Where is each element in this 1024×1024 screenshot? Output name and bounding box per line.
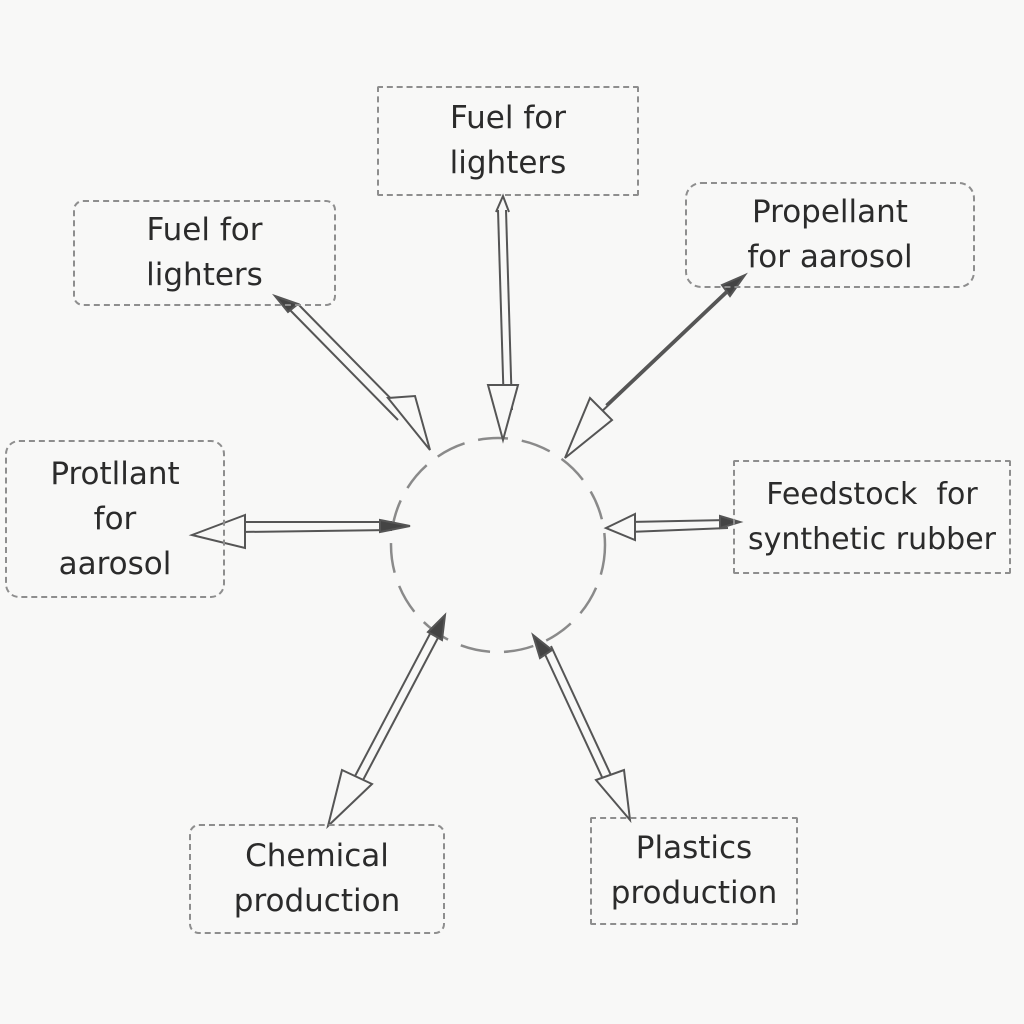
node-label-line: production: [610, 875, 778, 911]
node-fuel-for-lighters-top: Fuel for lighters: [377, 86, 639, 196]
arrow-top-right: [564, 272, 748, 459]
node-label-line: Fuel for: [450, 100, 566, 136]
center-hub: [389, 436, 607, 654]
arrow-top-left: [272, 293, 431, 451]
node-label-line: Protllant: [50, 455, 180, 492]
node-label-line: lighters: [146, 257, 263, 293]
node-label-line: lighters: [449, 145, 567, 181]
node-label-line: Plastics: [635, 830, 753, 866]
node-label-line: production: [233, 883, 401, 919]
arrow-top: [486, 193, 520, 444]
node-label-line: for aarosol: [747, 239, 913, 275]
node-feedstock-for-synthetic-rubber: Feedstock for synthetic rubber: [733, 460, 1011, 574]
node-label-line: aarosol: [58, 545, 172, 582]
node-plastics-production: Plastics production: [590, 817, 798, 925]
arrow-right: [603, 512, 744, 542]
node-label-line: Propellant: [752, 194, 908, 230]
node-label-line: synthetic rubber: [748, 522, 996, 557]
node-chemical-production: Chemical production: [189, 824, 445, 934]
node-label-line: for: [93, 500, 137, 537]
node-label-line: Feedstock for: [766, 477, 978, 512]
arrow-bottom-left: [326, 612, 447, 830]
node-propellant-for-aarosol: Propellant for aarosol: [685, 182, 975, 288]
arrow-bottom-right: [531, 632, 632, 824]
node-label-line: Fuel for: [146, 212, 263, 248]
node-fuel-for-lighters-left: Fuel for lighters: [73, 200, 336, 306]
arrow-left: [188, 513, 411, 550]
node-label-line: Chemical: [245, 838, 389, 874]
node-protllant-for-aarosol: Protllant for aarosol: [5, 440, 225, 598]
